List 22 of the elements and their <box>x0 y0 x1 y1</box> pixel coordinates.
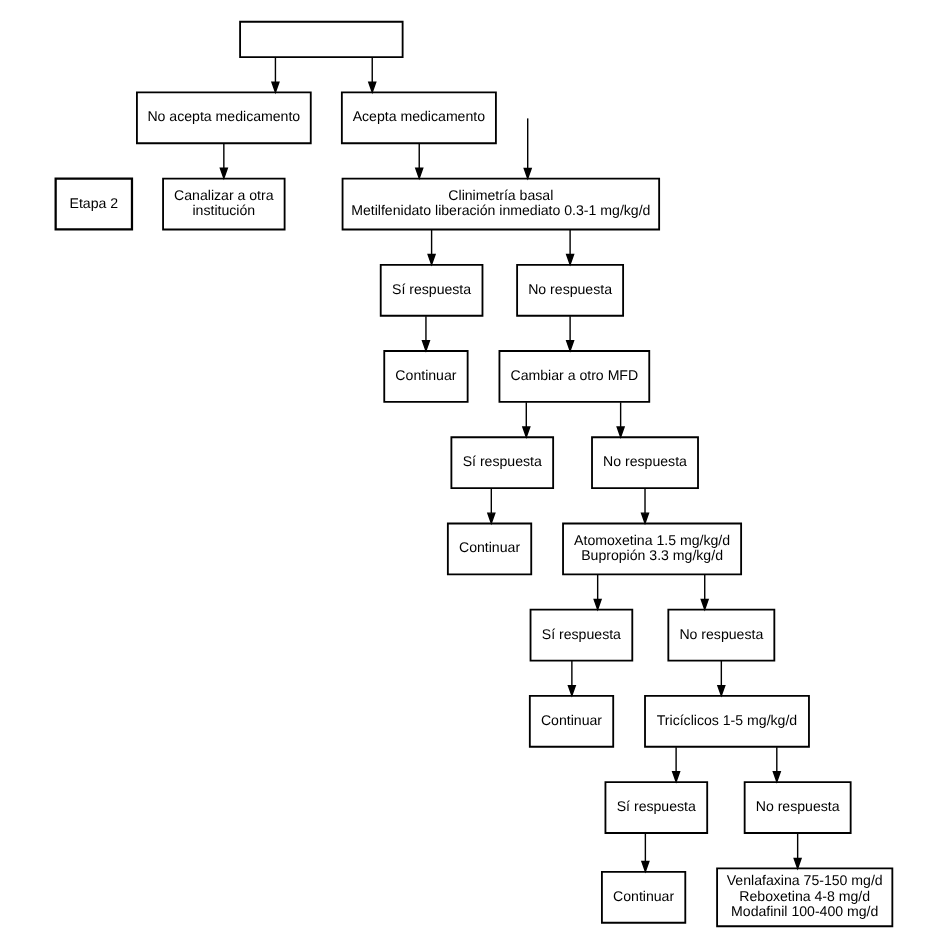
arrow <box>367 56 377 95</box>
arrow <box>521 401 531 439</box>
arrow <box>421 315 431 353</box>
arrow <box>772 746 782 784</box>
arrow <box>616 401 626 439</box>
arrow <box>427 229 437 267</box>
arrow <box>671 746 681 784</box>
arrow <box>486 487 496 526</box>
arrow <box>414 143 424 181</box>
arrow <box>640 832 650 874</box>
node-box <box>239 20 404 58</box>
arrow <box>793 832 803 871</box>
arrow <box>593 574 603 612</box>
arrow <box>700 574 710 612</box>
arrow <box>565 229 575 267</box>
arrow <box>640 487 650 526</box>
arrow <box>270 56 280 95</box>
arrow <box>716 660 726 698</box>
arrow <box>567 660 577 698</box>
arrow <box>219 143 229 181</box>
arrow <box>565 315 575 353</box>
arrow <box>523 117 533 181</box>
